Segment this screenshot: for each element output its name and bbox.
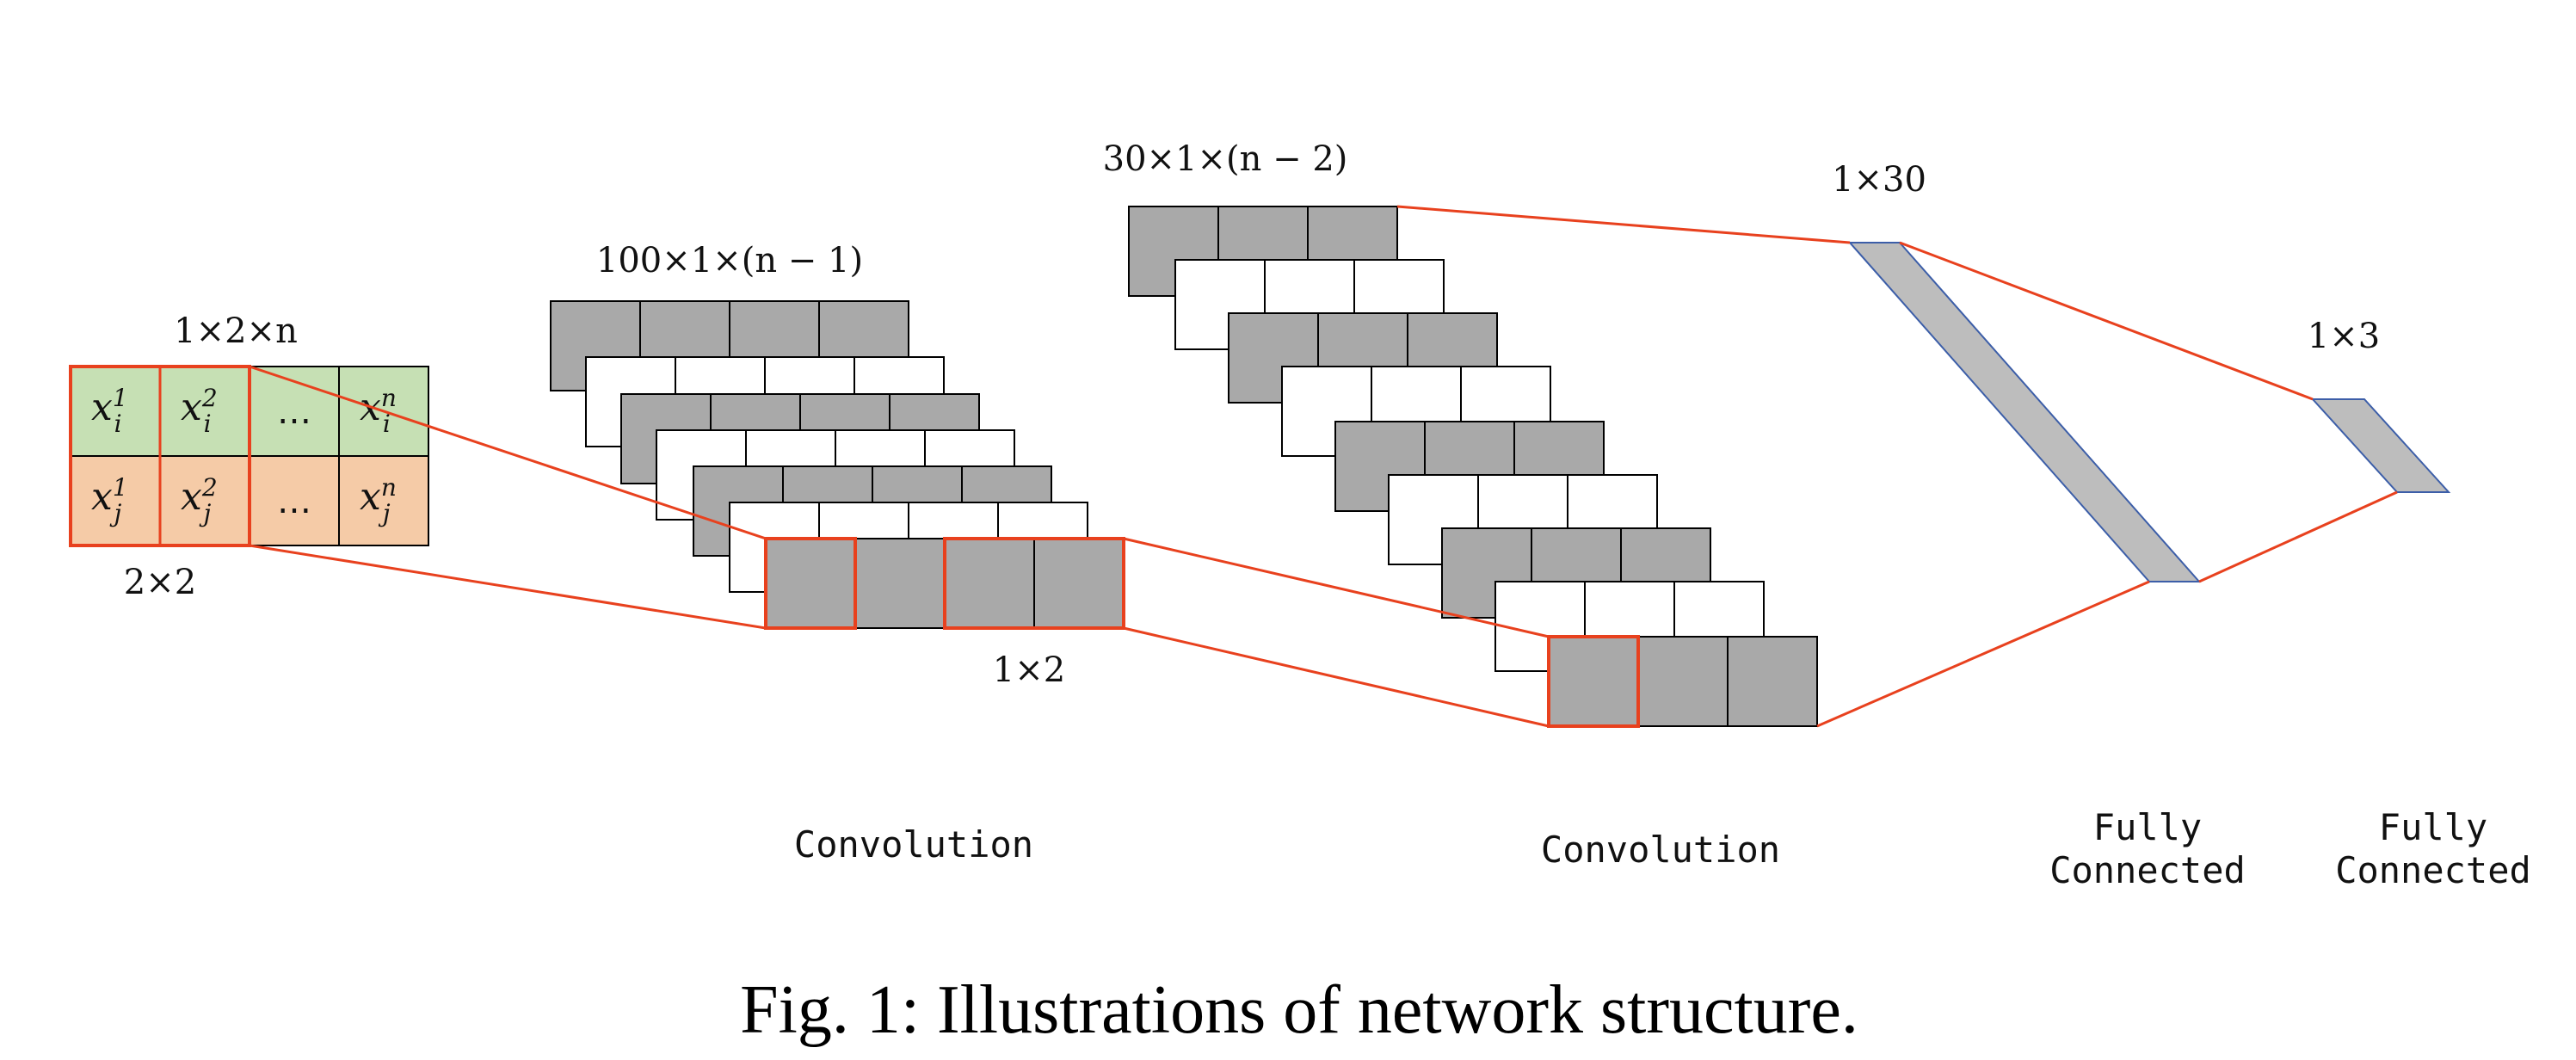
input-dims-label: 1×2×n xyxy=(174,311,298,351)
fc1-stage-label-line1: Fully xyxy=(2093,806,2202,848)
conv2-kernel-highlight xyxy=(1547,635,1640,728)
conv1-stage-label: Convolution xyxy=(794,823,1033,866)
fc2-dims-label: 1×3 xyxy=(2308,317,2380,356)
conv2-stage-label: Convolution xyxy=(1541,829,1780,871)
fc1-dims-label: 1×30 xyxy=(1832,160,1926,200)
fc2-stage-label-line2: Connected xyxy=(2335,849,2531,891)
fc1-stage-label-line2: Connected xyxy=(2049,849,2246,891)
conv1-kernel-highlight-b xyxy=(943,537,1125,630)
conv1-kernel-label: 1×2 xyxy=(993,650,1065,690)
kernel-size-label: 2×2 xyxy=(124,563,196,602)
connection-lines xyxy=(249,205,2398,728)
fc2-stage-label-line1: Fully xyxy=(2379,806,2487,848)
cell-dots-i: … xyxy=(277,392,311,432)
conv1-feature-maps xyxy=(550,300,1125,630)
fc1-layer xyxy=(1847,242,2202,582)
figure-caption: Fig. 1: Illustrations of network structu… xyxy=(740,972,1858,1048)
conv2-feature-maps xyxy=(1128,206,1818,728)
conv1-kernel-highlight-a xyxy=(764,537,857,630)
conv2-dims-label: 30×1×(n − 2) xyxy=(1103,139,1348,179)
fc2-layer xyxy=(2310,398,2451,493)
conv1-dims-label: 100×1×(n − 1) xyxy=(596,241,863,280)
cell-dots-j: … xyxy=(277,482,311,521)
